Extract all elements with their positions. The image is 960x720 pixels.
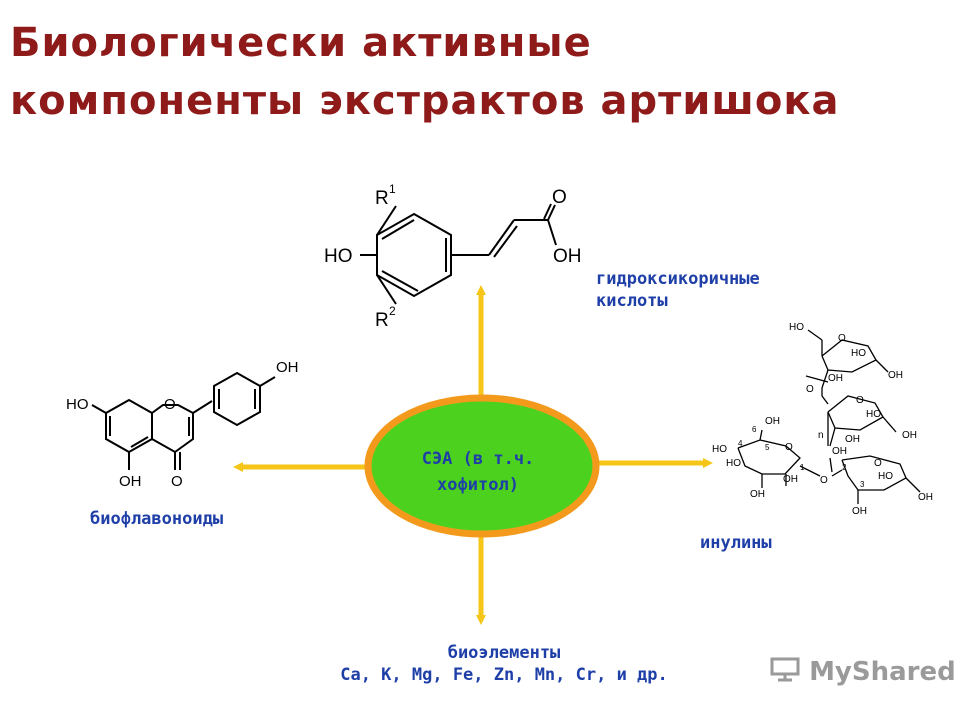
inulin-oh-4: OH <box>902 430 917 441</box>
inulin-o-6: O <box>874 458 882 469</box>
inulin-o-4: O <box>785 442 793 453</box>
inulin-oh-6: OH <box>750 489 765 500</box>
label-hydroxycinnamic-line-2: кислоты <box>596 291 668 311</box>
r1-label: R <box>375 188 389 209</box>
inulin-ho-1: HO <box>789 322 804 333</box>
inulin-o-3: O <box>856 395 864 406</box>
inulin-o-2: O <box>806 384 814 395</box>
center-ellipse <box>364 394 600 538</box>
center-label-line-1: СЭА (в т.ч. <box>421 449 535 469</box>
inulin-oh-7: OH <box>783 474 798 485</box>
flavone-o-keto: O <box>171 473 183 490</box>
structure-inulin <box>737 329 921 504</box>
structure-flavone <box>91 371 276 470</box>
label-bioelements-line-2: Ca, K, Mg, Fe, Zn, Mn, Cr, и др. <box>340 665 668 685</box>
label-hydroxycinnamic-line-1: гидроксикоричные <box>596 269 760 289</box>
inulin-oh-2: OH <box>888 370 903 381</box>
flavone-o-ring: O <box>164 396 176 413</box>
structure-hydroxycinnamic-acid <box>360 203 557 305</box>
inulin-oh-9: OH <box>852 506 867 517</box>
inulin-ho-6: HO <box>878 471 893 482</box>
flavone-oh-top: OH <box>276 359 299 376</box>
inulin-num-6: 6 <box>752 425 757 434</box>
r1-sup: 1 <box>389 182 396 196</box>
r2-label: R <box>375 310 389 331</box>
inulin-oh-5: OH <box>765 416 780 427</box>
center-label-line-2: хофитол) <box>437 475 519 495</box>
inulin-num-1: 1 <box>800 463 805 472</box>
presentation-icon <box>770 656 800 689</box>
inulin-oh-3: OH <box>845 434 860 445</box>
r2-sup: 2 <box>389 304 396 318</box>
inulin-oh-1: OH <box>828 373 843 384</box>
watermark: MyShared <box>770 656 956 689</box>
oh-label: OH <box>553 246 582 267</box>
ho-label: HO <box>324 246 353 267</box>
label-bioelements-line-1: биоэлементы <box>447 643 561 663</box>
inulin-o-1: O <box>838 333 846 344</box>
inulin-oh-10: OH <box>832 446 847 457</box>
flavone-ho-left: HO <box>66 396 89 413</box>
inulin-ho-5: HO <box>726 458 741 469</box>
label-inulins: инулины <box>700 533 772 553</box>
label-hydroxycinnamic-acids: гидроксикоричные кислоты <box>596 268 760 312</box>
inulin-n: n <box>818 430 824 441</box>
title-line-1: Биологически активные <box>10 20 592 66</box>
structure-hydroxycinnamic-labels: R 1 HO R 2 O OH <box>324 182 582 331</box>
inulin-num-3: 3 <box>860 480 865 489</box>
title-line-2: компоненты экстрактов артишока <box>10 78 840 124</box>
page-title: Биологически активные компоненты экстрак… <box>10 14 950 130</box>
structure-flavone-labels: OH HO O OH O <box>66 359 299 490</box>
center-label: СЭА (в т.ч. хофитол) <box>380 446 576 498</box>
inulin-o-5: O <box>820 475 828 486</box>
flavone-oh-bottom: OH <box>119 473 142 490</box>
structure-inulin-labels: HO O HO OH OH O O HO OH OH n OH HO HO O … <box>712 322 933 517</box>
inulin-num-4: 4 <box>738 439 743 448</box>
arrows <box>233 285 713 625</box>
o-label: O <box>552 187 567 208</box>
label-bioflavonoids: биофлавоноиды <box>90 509 224 529</box>
label-bioelements: биоэлементы Ca, K, Mg, Fe, Zn, Mn, Cr, и… <box>300 642 708 686</box>
inulin-ho-2: HO <box>851 348 866 359</box>
inulin-oh-8: OH <box>918 492 933 503</box>
watermark-text: MyShared <box>809 657 956 687</box>
inulin-num-5: 5 <box>765 443 770 452</box>
inulin-ho-4: HO <box>712 444 727 455</box>
inulin-num-2: 2 <box>842 463 847 472</box>
inulin-ho-3: HO <box>866 409 881 420</box>
